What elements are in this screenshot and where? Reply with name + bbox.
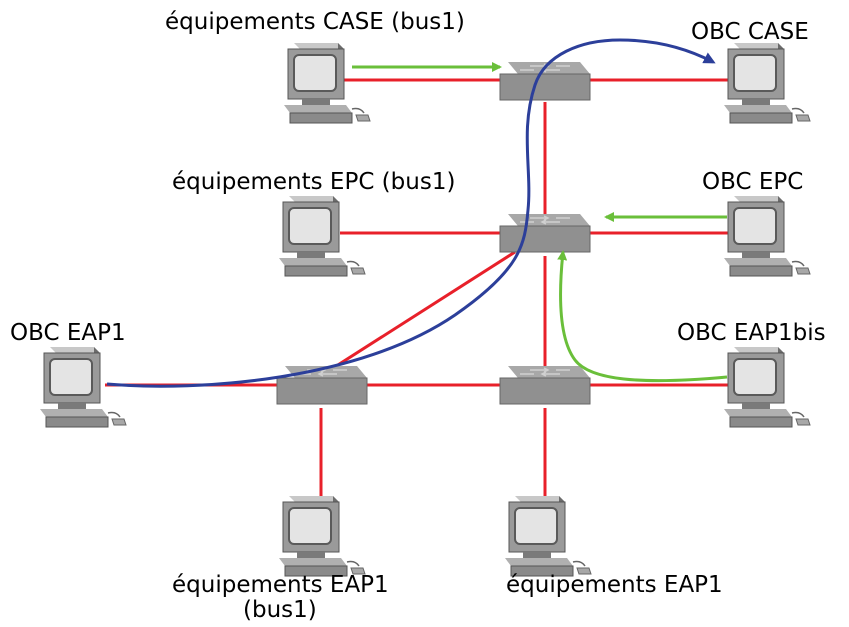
computer-icon [283,42,371,124]
computer-icon [278,195,366,277]
computer-icon [723,42,811,124]
computer-icon [278,495,366,577]
computer-icon [723,195,811,277]
label-obc-case: OBC CASE [691,19,809,45]
computer-icon [504,495,592,577]
label-eap1-equipment-bus1-line1: équipements EAP1 [172,572,389,598]
label-eap1-equipment-bus1-line2: (bus1) [243,597,317,623]
flow-arrow-obc-eap1bis [557,250,728,383]
switch-eap1-left [274,365,368,405]
computer-icon [723,346,811,428]
network-links [105,78,735,500]
label-obc-epc: OBC EPC [702,169,803,195]
label-obc-eap1bis: OBC EAP1bis [677,320,826,346]
label-case-equipment: équipements CASE (bus1) [165,9,465,35]
label-epc-equipment: équipements EPC (bus1) [172,169,455,195]
label-obc-eap1: OBC EAP1 [10,320,126,346]
label-eap1-equipment: équipements EAP1 [506,572,723,598]
computer-icon [39,346,127,428]
link-switch2-to-switch3 [329,250,516,372]
flow-arrow-obc-eap1-to-obc-case [106,38,716,388]
switch-epc [497,213,591,253]
switch-eap1-right [497,365,591,405]
